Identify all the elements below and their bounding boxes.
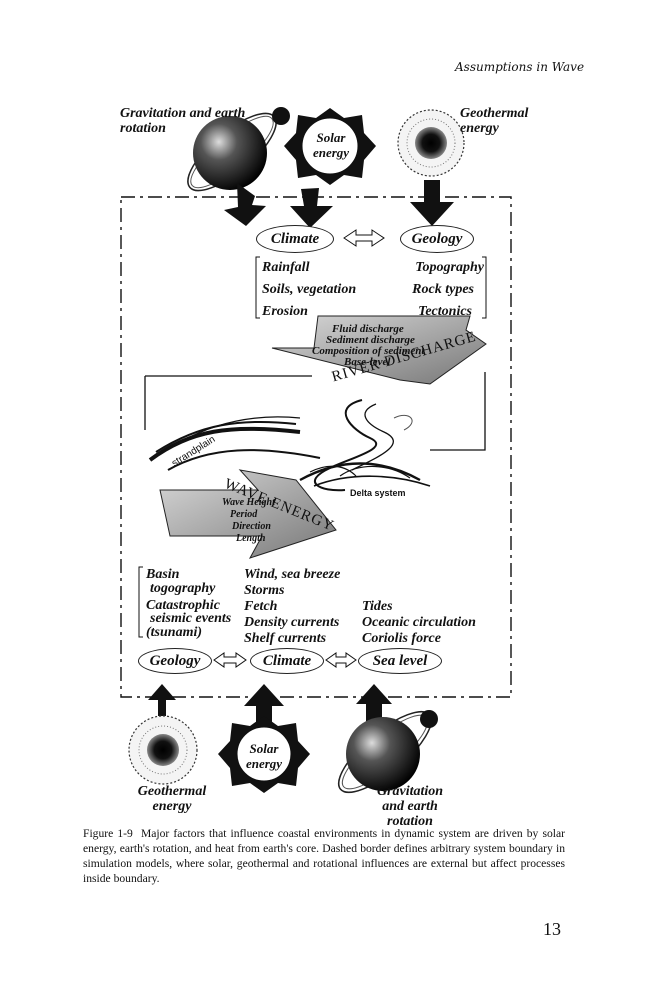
bottom-arrows [148,684,392,732]
bottom-geothermal-label: Geothermal energy [137,784,207,814]
climate-low-item: Storms [244,583,285,598]
sea-item: Oceanic circulation [362,615,476,630]
page-number: 13 [543,919,561,939]
strandplain-bands [148,416,321,471]
basin-item: (tsunami) [146,625,203,640]
climate-low-item: Fetch [244,599,278,614]
top-planet-icon [187,107,290,192]
discharge-item: Base-level [344,356,391,368]
discharge-arrow [271,315,487,385]
wave-item: Length [236,533,266,544]
top-geothermal-label: Geothermal energy [460,106,529,136]
geology-item: Tectonics [418,304,472,319]
wave-item: Direction [232,521,271,532]
geology-item: Topography [415,260,484,275]
double-arrow-right-icon [325,652,357,668]
wave-item: Wave Height [222,497,275,508]
figure-label: Figure 1-9 [83,827,133,840]
geology-item: Rock types [412,282,474,297]
top-sun-icon [284,108,376,185]
climate-item: Soils, vegetation [262,282,357,297]
discharge-item: Sediment discharge [326,334,415,346]
bottom-gravitation-label: Gravitation and earth rotation [376,784,444,829]
caption-text: Major factors that influence coastal env… [83,827,565,885]
bottom-climate-oval: Climate [250,648,324,674]
bottom-geothermal-icon [128,715,198,785]
geology-oval: Geology [400,225,474,253]
top-arrows [224,180,454,228]
delta-system-label: Delta system [350,488,406,498]
top-geothermal-icon [397,109,465,177]
basin-item: Catastrophic [146,598,220,613]
double-arrow-top-icon [343,229,385,247]
basin-item: seismic events [150,611,232,626]
climate-item: Erosion [262,304,308,319]
discharge-item: Fluid discharge [332,323,404,335]
bottom-geology-oval: Geology [138,648,212,674]
top-solar-label: Solar energy [312,130,350,160]
basin-item: Basin [146,567,180,582]
climate-low-item: Density currents [244,615,340,630]
delta-shape [299,462,431,487]
sea-item: Tides [362,599,393,614]
basin-item: togography [150,581,216,596]
bottom-sun-icon [218,716,310,793]
climate-item: Rainfall [262,260,310,275]
sea-item: Coriolis force [362,631,441,646]
climate-low-item: Wind, sea breeze [244,567,341,582]
double-arrow-left-icon [213,652,247,668]
climate-low-item: Shelf currents [244,631,327,646]
wave-energy-arrow [159,469,337,559]
climate-oval: Climate [256,225,334,253]
figure-caption: Figure 1-9 Major factors that influence … [83,826,565,886]
bottom-planet-icon [337,710,438,794]
bottom-solar-label: Solar energy [245,741,283,771]
running-header: Assumptions in Wave [455,60,585,74]
river-channel [314,399,378,492]
bottom-sea-level-oval: Sea level [358,648,442,674]
discharge-item: Composition of sediment [312,345,425,357]
wave-item: Period [230,509,258,520]
top-gravitation-label: Gravitation and earth rotation [120,106,246,136]
